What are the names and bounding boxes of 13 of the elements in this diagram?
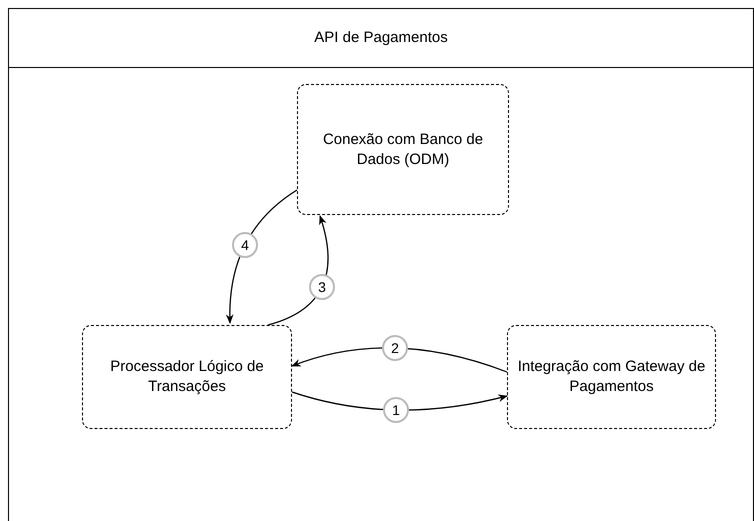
process-box <box>82 325 292 429</box>
box-label: Conexão com Banco de Dados (ODM) <box>322 130 484 170</box>
container-title: API de Pagamentos <box>314 28 448 48</box>
edge-label: 4 <box>232 232 258 258</box>
edge-label: 2 <box>382 335 408 361</box>
process-box <box>297 84 509 215</box>
edge-label: 1 <box>383 397 409 423</box>
curved-arrow <box>292 391 508 411</box>
box-label: Integração com Gateway de Pagamentos <box>516 357 706 397</box>
box-label: Processador Lógico de Transações <box>109 357 265 397</box>
process-box <box>507 325 716 429</box>
edge-label: 3 <box>309 274 335 300</box>
curved-arrow <box>291 347 508 373</box>
